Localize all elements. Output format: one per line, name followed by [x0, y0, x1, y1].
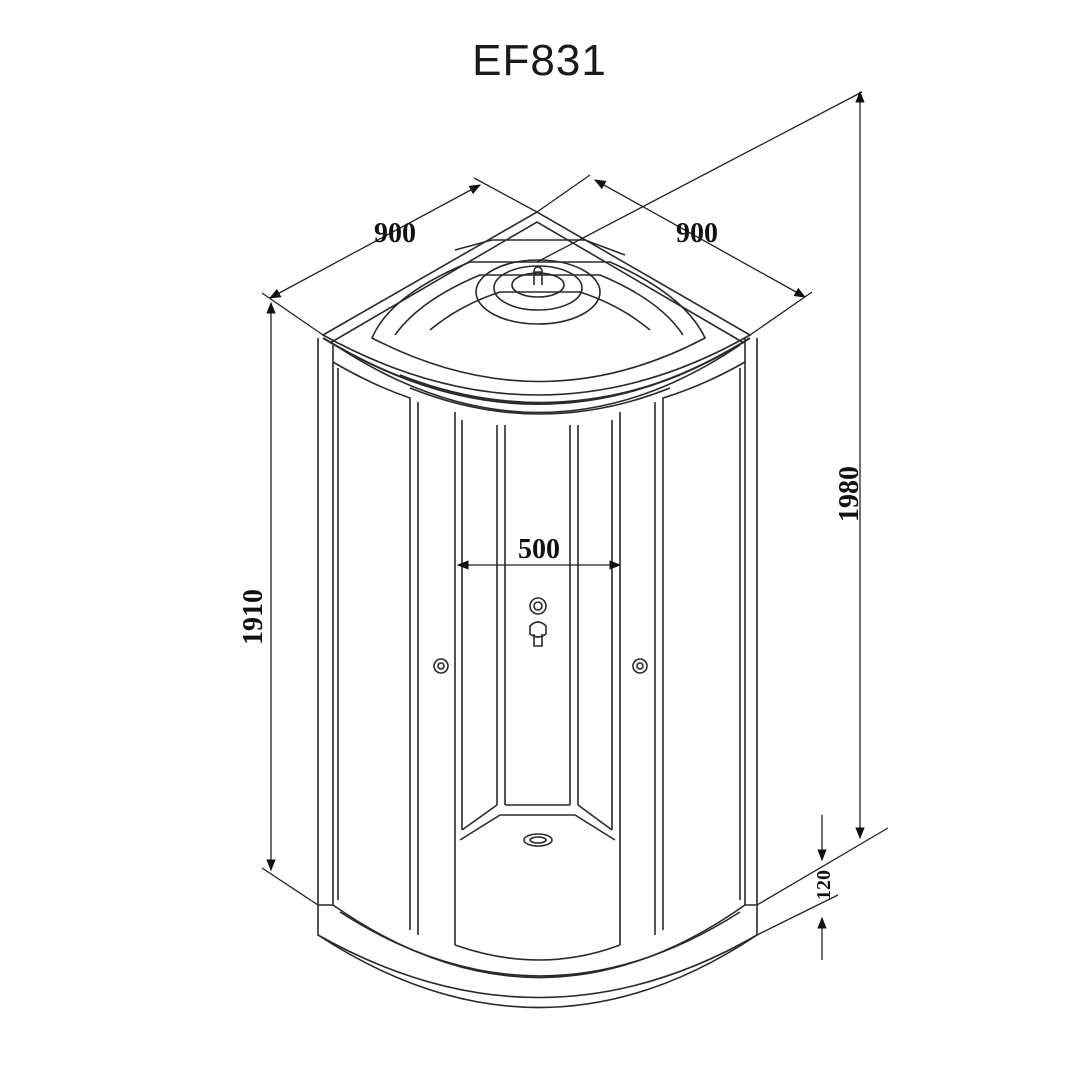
dimension-lines [261, 90, 889, 960]
page-title: EF831 [472, 36, 607, 85]
dim-line-width-left [268, 184, 482, 299]
dim-label-tray-height: 120 [813, 870, 835, 900]
cabin-body [317, 338, 758, 945]
dim-label-width-right: 900 [676, 218, 718, 249]
dim-line-width-right [593, 179, 807, 298]
dim-label-height-total: 1980 [834, 466, 865, 522]
dim-label-height-enclosure: 1910 [238, 589, 269, 645]
dim-label-door-opening: 500 [518, 534, 560, 565]
shower-tray [317, 904, 758, 1009]
dim-label-width-left: 900 [374, 218, 416, 249]
